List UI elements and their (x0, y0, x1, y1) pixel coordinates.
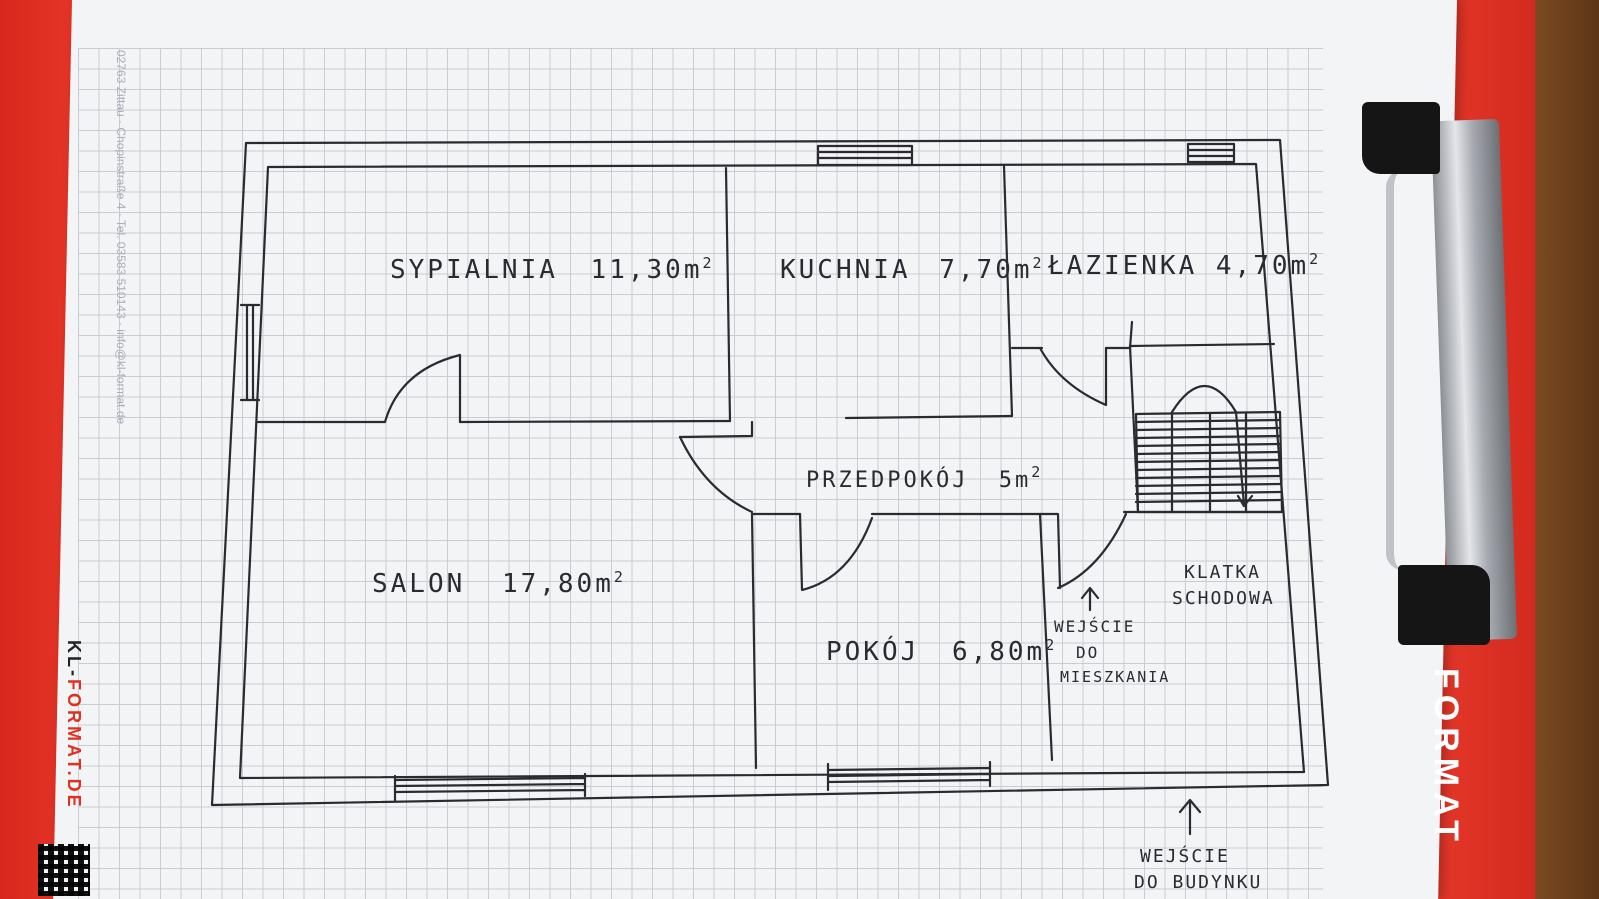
door-sypialnia (383, 353, 462, 424)
wall-sypialnia-kuchnia (724, 166, 732, 423)
wall-sypialnia-bottom-2 (458, 419, 732, 424)
label-wejscie-flat: WEJŚCIE (1054, 617, 1135, 636)
room-przedpokoj: PRZEDPOKÓJ 5m2 (806, 463, 1043, 493)
paper-grid (78, 48, 1323, 899)
door-salon (678, 435, 754, 514)
door-pokoj (798, 512, 874, 592)
room-pokoj: POKÓJ 6,80m2 (826, 635, 1057, 667)
door-mieszkania (1056, 512, 1128, 590)
room-lazienka: ŁAZIENKA 4,70m2 (1047, 250, 1321, 281)
wall-salon-corridor (750, 512, 758, 770)
window-kuchnia (816, 144, 914, 167)
door-lazienka (1038, 346, 1108, 407)
wall-pokoj-right (1038, 512, 1054, 762)
stairs (1134, 385, 1284, 514)
clipboard-clip-top (1362, 102, 1440, 174)
wall-lazienka-bottom-2 (1104, 320, 1134, 350)
label-mieszkania: MIESZKANIA (1060, 668, 1170, 686)
wooden-surface (1535, 0, 1599, 899)
room-labels: SYPIALNIA 11,30m2 KUCHNIA 7,70m2 ŁAZIENK… (372, 250, 1321, 893)
window-pokoj (826, 760, 992, 792)
label-do-flat: DO (1076, 643, 1099, 662)
outer-wall (210, 138, 1330, 807)
wall-entrance-frame (1046, 512, 1062, 590)
wall-kuchnia-lazienka (1002, 164, 1014, 418)
wall-lazienka-stair (1128, 342, 1276, 348)
wall-kuchnia-bottom (844, 414, 1014, 420)
label-wejscie-building: WEJŚCIE (1140, 845, 1230, 867)
label-do-budynku: DO BUDYNKU (1134, 872, 1262, 893)
label-schodowa: SCHODOWA (1172, 588, 1275, 609)
clipboard-clip-wire (1386, 170, 1420, 570)
room-salon: SALON 17,80m2 (372, 568, 626, 599)
room-sypialnia: SYPIALNIA 11,30m2 (390, 254, 715, 285)
qr-code-icon (38, 844, 90, 896)
inner-wall (238, 162, 1306, 780)
wall-salon-corridor-top (678, 420, 754, 439)
label-klatka: KLATKA (1184, 562, 1261, 583)
arrow-entrance-flat-icon (1080, 586, 1100, 612)
room-kuchnia: KUCHNIA 7,70m2 (780, 254, 1045, 285)
window-salon (393, 772, 587, 802)
window-lazienka (1186, 142, 1236, 164)
clipboard-clip-bottom (1398, 565, 1490, 645)
arrow-entrance-building-icon (1178, 798, 1202, 836)
window-sypialnia-left (239, 303, 261, 402)
